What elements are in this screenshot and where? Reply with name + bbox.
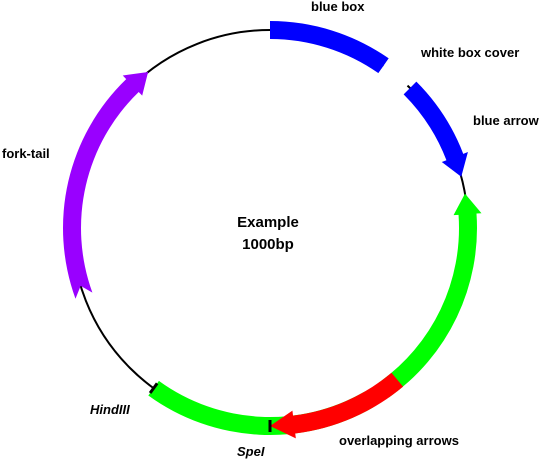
green-arrow-feature	[378, 193, 482, 398]
blue-box-feature	[270, 21, 389, 74]
overlapping-arrows-label: overlapping arrows	[339, 433, 459, 448]
blue-arrow-feature	[403, 81, 468, 177]
spei-label: SpeI	[237, 444, 265, 459]
fork-tail-label: fork-tail	[2, 146, 50, 161]
hindiii-site-mark	[148, 382, 159, 394]
plasmid-name: Example	[237, 214, 299, 231]
hindiii-label: HindIII	[90, 402, 130, 417]
plasmid-size: 1000bp	[242, 236, 294, 253]
blue-arrow-label: blue arrow	[473, 113, 540, 128]
blue-box-label: blue box	[311, 0, 365, 14]
fork-tail-feature	[63, 71, 149, 299]
white-box-cover-feature	[378, 58, 414, 93]
white-box-cover-label: white box cover	[420, 45, 519, 60]
red-arrow-feature	[270, 372, 404, 439]
